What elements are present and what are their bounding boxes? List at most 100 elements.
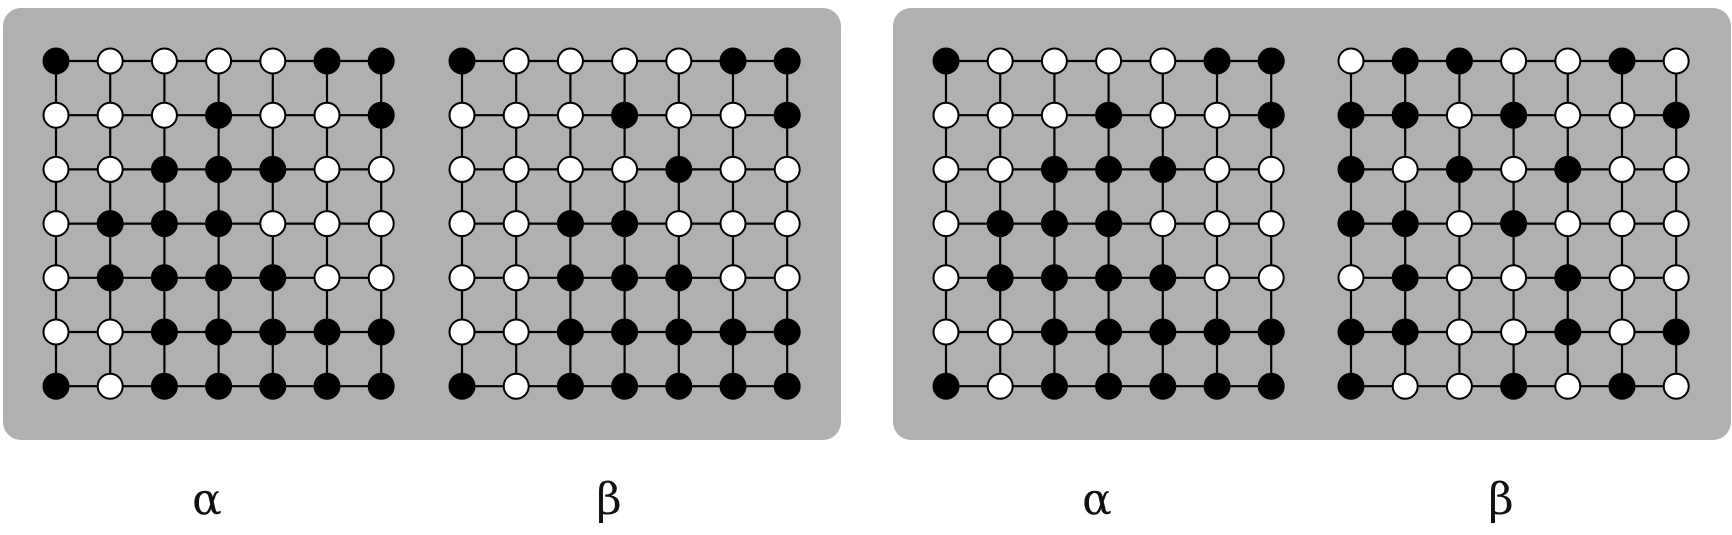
empty-node [1149, 210, 1177, 238]
filled-node [611, 210, 639, 238]
filled-node [96, 264, 124, 292]
empty-node [313, 264, 341, 292]
filled-node [1257, 47, 1285, 75]
empty-node [1095, 47, 1123, 75]
filled-node [773, 318, 801, 346]
filled-node [1095, 210, 1123, 238]
empty-node [1257, 155, 1285, 183]
empty-node [611, 155, 639, 183]
empty-node [932, 101, 960, 129]
lattice-grid-2 [932, 47, 1285, 400]
empty-node [1337, 264, 1365, 292]
empty-node [150, 47, 178, 75]
lattice-grid-3 [1337, 47, 1690, 400]
empty-node [719, 155, 747, 183]
filled-node [1391, 264, 1419, 292]
filled-node [1391, 47, 1419, 75]
empty-node [1554, 47, 1582, 75]
filled-node [611, 264, 639, 292]
empty-node [1257, 264, 1285, 292]
filled-node [1445, 155, 1473, 183]
empty-node [448, 318, 476, 346]
filled-node [1445, 47, 1473, 75]
empty-node [367, 155, 395, 183]
filled-node [1500, 101, 1528, 129]
filled-node [1662, 318, 1690, 346]
grid-label-alpha-left: α [192, 474, 222, 525]
empty-node [1337, 47, 1365, 75]
filled-node [150, 264, 178, 292]
empty-node [1445, 210, 1473, 238]
filled-node [1391, 101, 1419, 129]
filled-node [448, 47, 476, 75]
empty-node [42, 318, 70, 346]
empty-node [96, 47, 124, 75]
empty-node [1608, 101, 1636, 129]
filled-node [1662, 101, 1690, 129]
filled-node [986, 264, 1014, 292]
empty-node [986, 318, 1014, 346]
empty-node [448, 101, 476, 129]
empty-node [502, 372, 530, 400]
empty-node [96, 372, 124, 400]
filled-node [313, 318, 341, 346]
filled-node [42, 47, 70, 75]
filled-node [1203, 372, 1231, 400]
filled-node [205, 101, 233, 129]
filled-node [1040, 155, 1068, 183]
empty-node [96, 101, 124, 129]
filled-node [150, 372, 178, 400]
filled-node [665, 318, 693, 346]
filled-node [773, 47, 801, 75]
empty-node [448, 264, 476, 292]
filled-node [1040, 264, 1068, 292]
empty-node [42, 155, 70, 183]
filled-node [259, 155, 287, 183]
filled-node [42, 372, 70, 400]
filled-node [773, 372, 801, 400]
empty-node [448, 210, 476, 238]
empty-node [932, 155, 960, 183]
empty-node [1608, 210, 1636, 238]
filled-node [1203, 47, 1231, 75]
filled-node [1257, 101, 1285, 129]
filled-node [611, 101, 639, 129]
empty-node [556, 155, 584, 183]
empty-node [502, 155, 530, 183]
filled-node [611, 318, 639, 346]
empty-node [1554, 372, 1582, 400]
grid-label-beta-left: β [596, 474, 622, 525]
empty-node [205, 47, 233, 75]
filled-node [1337, 318, 1365, 346]
filled-node [205, 318, 233, 346]
filled-node [1095, 372, 1123, 400]
empty-node [1040, 101, 1068, 129]
filled-node [719, 318, 747, 346]
filled-node [448, 372, 476, 400]
empty-node [932, 264, 960, 292]
empty-node [502, 264, 530, 292]
empty-node [1608, 264, 1636, 292]
empty-node [1445, 264, 1473, 292]
empty-node [556, 101, 584, 129]
filled-node [150, 318, 178, 346]
filled-node [205, 372, 233, 400]
filled-node [205, 155, 233, 183]
empty-node [1391, 155, 1419, 183]
empty-node [986, 155, 1014, 183]
filled-node [259, 318, 287, 346]
lattice-grid-1 [448, 47, 801, 400]
filled-node [556, 264, 584, 292]
filled-node [1391, 318, 1419, 346]
empty-node [719, 264, 747, 292]
empty-node [259, 101, 287, 129]
filled-node [1337, 372, 1365, 400]
filled-node [719, 47, 747, 75]
empty-node [932, 318, 960, 346]
filled-node [150, 155, 178, 183]
filled-node [665, 264, 693, 292]
empty-node [1500, 318, 1528, 346]
empty-node [719, 101, 747, 129]
empty-node [1040, 47, 1068, 75]
